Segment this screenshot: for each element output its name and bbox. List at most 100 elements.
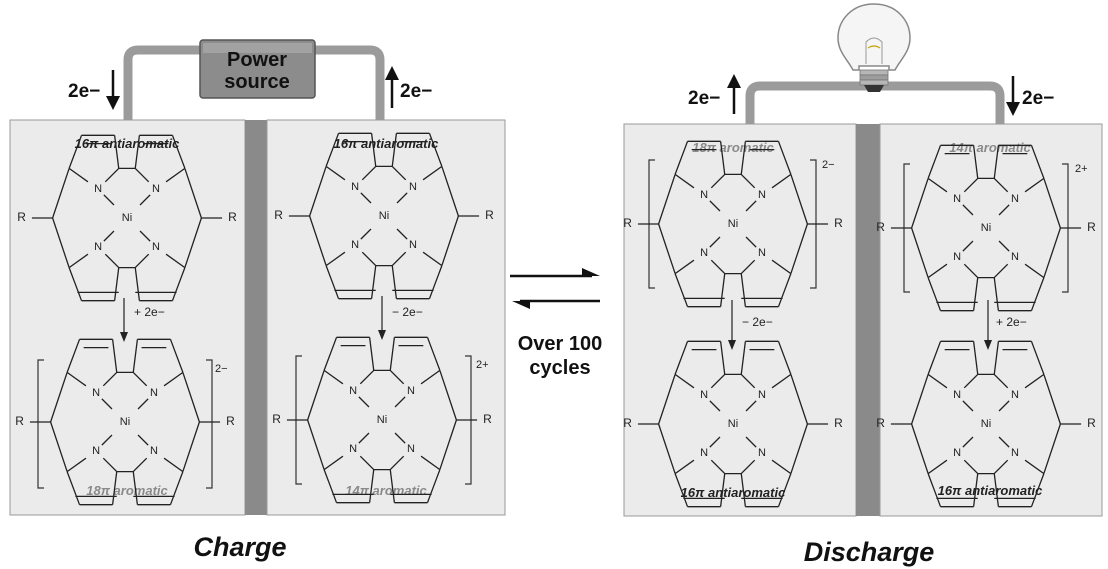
charge-electrons-in: 2e− — [68, 81, 100, 102]
svg-text:N: N — [758, 189, 766, 201]
svg-text:R: R — [1087, 416, 1096, 430]
svg-text:Ni: Ni — [728, 218, 738, 230]
svg-text:R: R — [228, 210, 237, 224]
svg-text:Ni: Ni — [981, 222, 991, 234]
svg-text:R: R — [876, 416, 885, 430]
svg-text:N: N — [94, 183, 102, 195]
svg-text:Ni: Ni — [122, 212, 132, 224]
svg-text:N: N — [953, 193, 961, 205]
svg-text:R: R — [483, 412, 492, 426]
charge-section: Power source 2e− 2e− 16π antiaromatic + … — [9, 39, 506, 562]
discharge-electrons-in: 2e− — [1022, 88, 1054, 109]
charge-wire — [123, 45, 385, 120]
porphyrin-discharge-right-top: N N N N Ni R R — [876, 144, 1096, 312]
svg-text:N: N — [700, 389, 708, 401]
discharge-left-step: − 2e− — [742, 315, 773, 329]
svg-text:N: N — [700, 447, 708, 459]
svg-text:N: N — [409, 239, 417, 251]
charge-left-bracket-close — [206, 359, 213, 489]
svg-text:N: N — [349, 385, 357, 397]
svg-text:Ni: Ni — [981, 418, 991, 430]
discharge-title: Discharge — [804, 537, 935, 567]
svg-text:R: R — [272, 412, 281, 426]
discharge-separator — [856, 124, 880, 516]
power-source-box — [199, 39, 316, 99]
porphyrin-charge-right-bottom: N N N N Ni R R — [272, 336, 492, 504]
charge-right-top-label: 16π antiaromatic — [334, 136, 439, 151]
svg-text:N: N — [700, 247, 708, 259]
cycles-label-1: Over 100 — [518, 333, 603, 355]
svg-text:Ni: Ni — [120, 416, 130, 428]
power-source-label-2: source — [224, 71, 290, 93]
svg-text:N: N — [1011, 447, 1019, 459]
svg-text:N: N — [758, 247, 766, 259]
svg-text:N: N — [1011, 251, 1019, 263]
svg-text:R: R — [623, 416, 632, 430]
svg-text:N: N — [152, 183, 160, 195]
charge-electrons-out: 2e− — [400, 81, 432, 102]
discharge-left-bottom-label: 16π antiaromatic — [681, 485, 786, 500]
svg-text:R: R — [17, 210, 26, 224]
svg-text:Ni: Ni — [377, 414, 387, 426]
svg-text:R: R — [876, 220, 885, 234]
svg-text:N: N — [407, 443, 415, 455]
equilibrium: Over 100 cycles — [510, 268, 602, 379]
svg-text:N: N — [758, 389, 766, 401]
charge-separator — [245, 120, 267, 515]
svg-text:N: N — [953, 447, 961, 459]
svg-text:R: R — [226, 414, 235, 428]
svg-text:N: N — [152, 241, 160, 253]
svg-text:N: N — [758, 447, 766, 459]
discharge-right-top-label: 14π aromatic — [949, 140, 1031, 155]
charge-left-bottom-label: 18π aromatic — [86, 483, 168, 498]
discharge-section: 2e− 2e− 18π aromatic 2− − 2e− 16π antiar… — [623, 3, 1103, 567]
charge-title: Charge — [193, 532, 286, 562]
charge-left-bottom-charge: 2− — [215, 363, 228, 375]
svg-text:N: N — [150, 445, 158, 457]
charge-left-top-label: 16π antiaromatic — [75, 136, 180, 151]
discharge-left-top-charge: 2− — [822, 159, 835, 171]
svg-text:N: N — [92, 387, 100, 399]
discharge-cell-right — [879, 123, 1103, 517]
charge-left-bracket-open — [37, 359, 44, 489]
discharge-electrons-out: 2e− — [688, 88, 720, 109]
svg-text:N: N — [1011, 193, 1019, 205]
light-bulb-icon — [837, 3, 911, 92]
svg-text:N: N — [351, 181, 359, 193]
svg-text:R: R — [834, 216, 843, 230]
discharge-right-step: + 2e− — [996, 315, 1027, 329]
svg-text:N: N — [953, 389, 961, 401]
power-source-label-1: Power — [227, 49, 287, 71]
discharge-left-top-label: 18π aromatic — [692, 140, 774, 155]
svg-text:N: N — [407, 385, 415, 397]
charge-right-bottom-label: 14π aromatic — [345, 483, 427, 498]
svg-text:R: R — [1087, 220, 1096, 234]
svg-text:R: R — [274, 208, 283, 222]
charge-right-bottom-charge: 2+ — [476, 359, 489, 371]
svg-text:N: N — [150, 387, 158, 399]
porphyrin-discharge-right-bottom: N N N N Ni R R — [876, 340, 1096, 508]
charge-cell-left — [9, 119, 246, 516]
svg-text:N: N — [94, 241, 102, 253]
svg-text:R: R — [485, 208, 494, 222]
charge-left-step: + 2e− — [134, 305, 165, 319]
discharge-right-bottom-label: 16π antiaromatic — [938, 483, 1043, 498]
svg-text:N: N — [1011, 389, 1019, 401]
svg-text:N: N — [92, 445, 100, 457]
charge-right-step: − 2e− — [392, 305, 423, 319]
discharge-right-top-charge: 2+ — [1075, 163, 1088, 175]
svg-text:N: N — [351, 239, 359, 251]
cycles-label-2: cycles — [529, 357, 590, 379]
svg-text:Ni: Ni — [379, 210, 389, 222]
svg-text:Ni: Ni — [728, 418, 738, 430]
discharge-cell-left — [623, 123, 857, 517]
charge-cell-right — [266, 119, 506, 516]
svg-text:N: N — [349, 443, 357, 455]
svg-text:N: N — [953, 251, 961, 263]
porphyrin-charge-left-top: N N N N Ni R R — [17, 134, 237, 302]
